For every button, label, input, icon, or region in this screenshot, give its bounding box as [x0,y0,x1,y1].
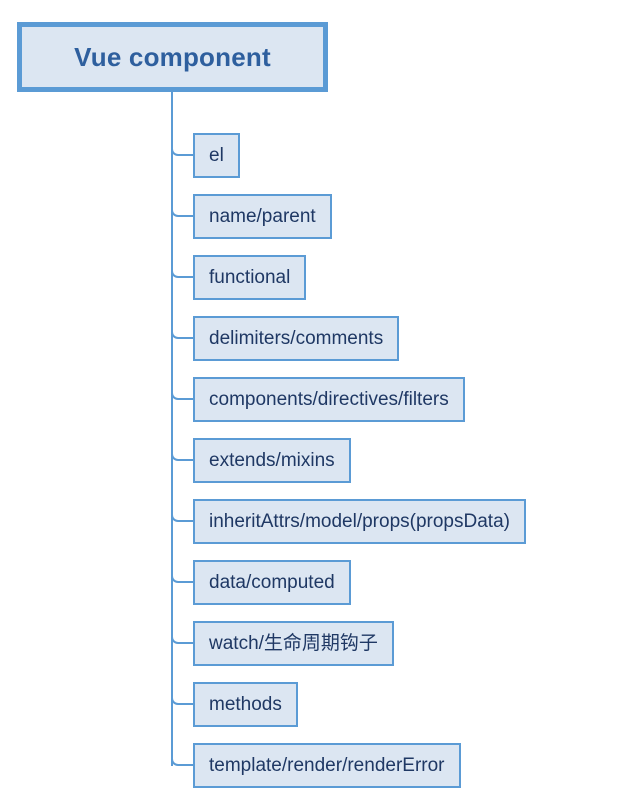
child-node[interactable]: watch/生命周期钩子 [193,621,394,666]
connector-elbow [171,206,193,217]
child-node-label: data/computed [209,572,335,593]
root-node-label: Vue component [74,41,271,72]
child-node-label: delimiters/comments [209,328,384,349]
connector-elbow [171,450,193,461]
child-node[interactable]: inheritAttrs/model/props(propsData) [193,499,526,544]
child-node-label: extends/mixins [209,450,335,471]
child-node-label: functional [209,267,291,288]
child-node[interactable]: delimiters/comments [193,316,400,361]
connector-elbow [171,694,193,705]
child-node[interactable]: components/directives/filters [193,377,465,422]
connector-elbow [171,145,193,156]
child-node-label: watch/生命周期钩子 [209,633,378,654]
connector-elbow [171,633,193,644]
child-node[interactable]: el [193,133,240,178]
child-node[interactable]: template/render/renderError [193,743,461,788]
connector-elbow [171,267,193,278]
child-node-label: components/directives/filters [209,389,449,410]
child-node-label: name/parent [209,206,316,227]
connector-elbow [171,389,193,400]
connector-elbow [171,755,193,766]
connector-elbow [171,511,193,522]
child-node[interactable]: name/parent [193,194,332,239]
child-node[interactable]: methods [193,682,298,727]
root-node-vue-component[interactable]: Vue component [17,22,328,92]
child-node-label: template/render/renderError [209,755,445,776]
child-node[interactable]: extends/mixins [193,438,351,483]
connector-elbow [171,328,193,339]
connector-elbow [171,572,193,583]
child-node-label: inheritAttrs/model/props(propsData) [209,511,510,532]
child-node[interactable]: functional [193,255,307,300]
connector-trunk [171,92,173,766]
child-node[interactable]: data/computed [193,560,351,605]
child-node-label: methods [209,694,282,715]
child-node-label: el [209,145,224,166]
